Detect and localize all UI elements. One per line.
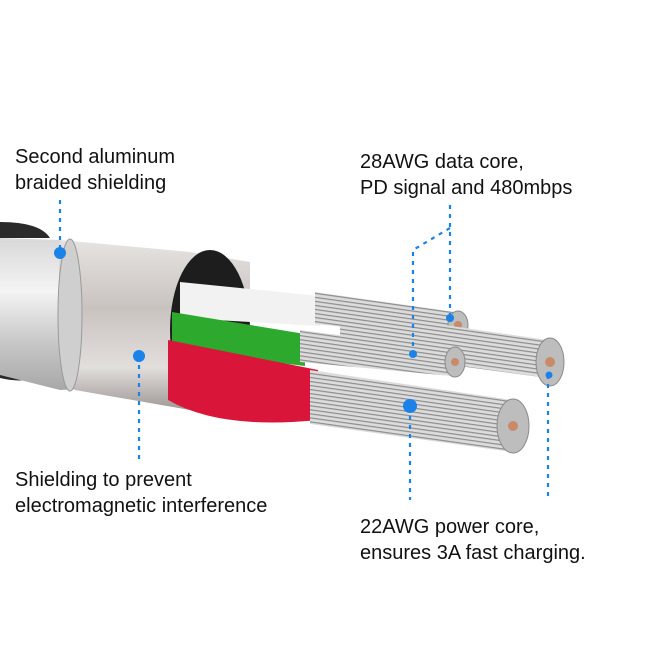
dot-emi-shield <box>133 350 145 362</box>
leader-data-core-b <box>411 227 451 352</box>
dot-power-core <box>403 399 417 413</box>
leader-lines <box>58 200 550 500</box>
callout-line: 28AWG data core, <box>360 151 524 173</box>
callout-line: PD signal and 480mbps <box>360 177 573 199</box>
callout-emi-shield: Shielding to prevent electromagnetic int… <box>15 467 267 519</box>
dot-data-core-a <box>446 314 454 322</box>
callout-power-core: 22AWG power core, ensures 3A fast chargi… <box>360 514 586 566</box>
callout-line: 22AWG power core, <box>360 516 540 538</box>
dot-data-core-b <box>409 350 417 358</box>
callout-line: Shielding to prevent <box>15 469 192 491</box>
callout-dots <box>54 247 553 413</box>
dot-outer-shield <box>54 247 66 259</box>
callout-line: Second aluminum <box>15 146 176 168</box>
stranded-conductors <box>300 292 565 454</box>
callout-outer-shield: Second aluminum braided shielding <box>15 144 175 196</box>
callout-data-core: 28AWG data core, PD signal and 480mbps <box>360 149 572 201</box>
inner-wires <box>168 282 320 423</box>
callout-line: electromagnetic interference <box>15 495 268 517</box>
dot-power-core-b <box>545 371 553 379</box>
callout-line: braided shielding <box>15 172 167 194</box>
callout-line: ensures 3A fast charging. <box>360 542 586 564</box>
